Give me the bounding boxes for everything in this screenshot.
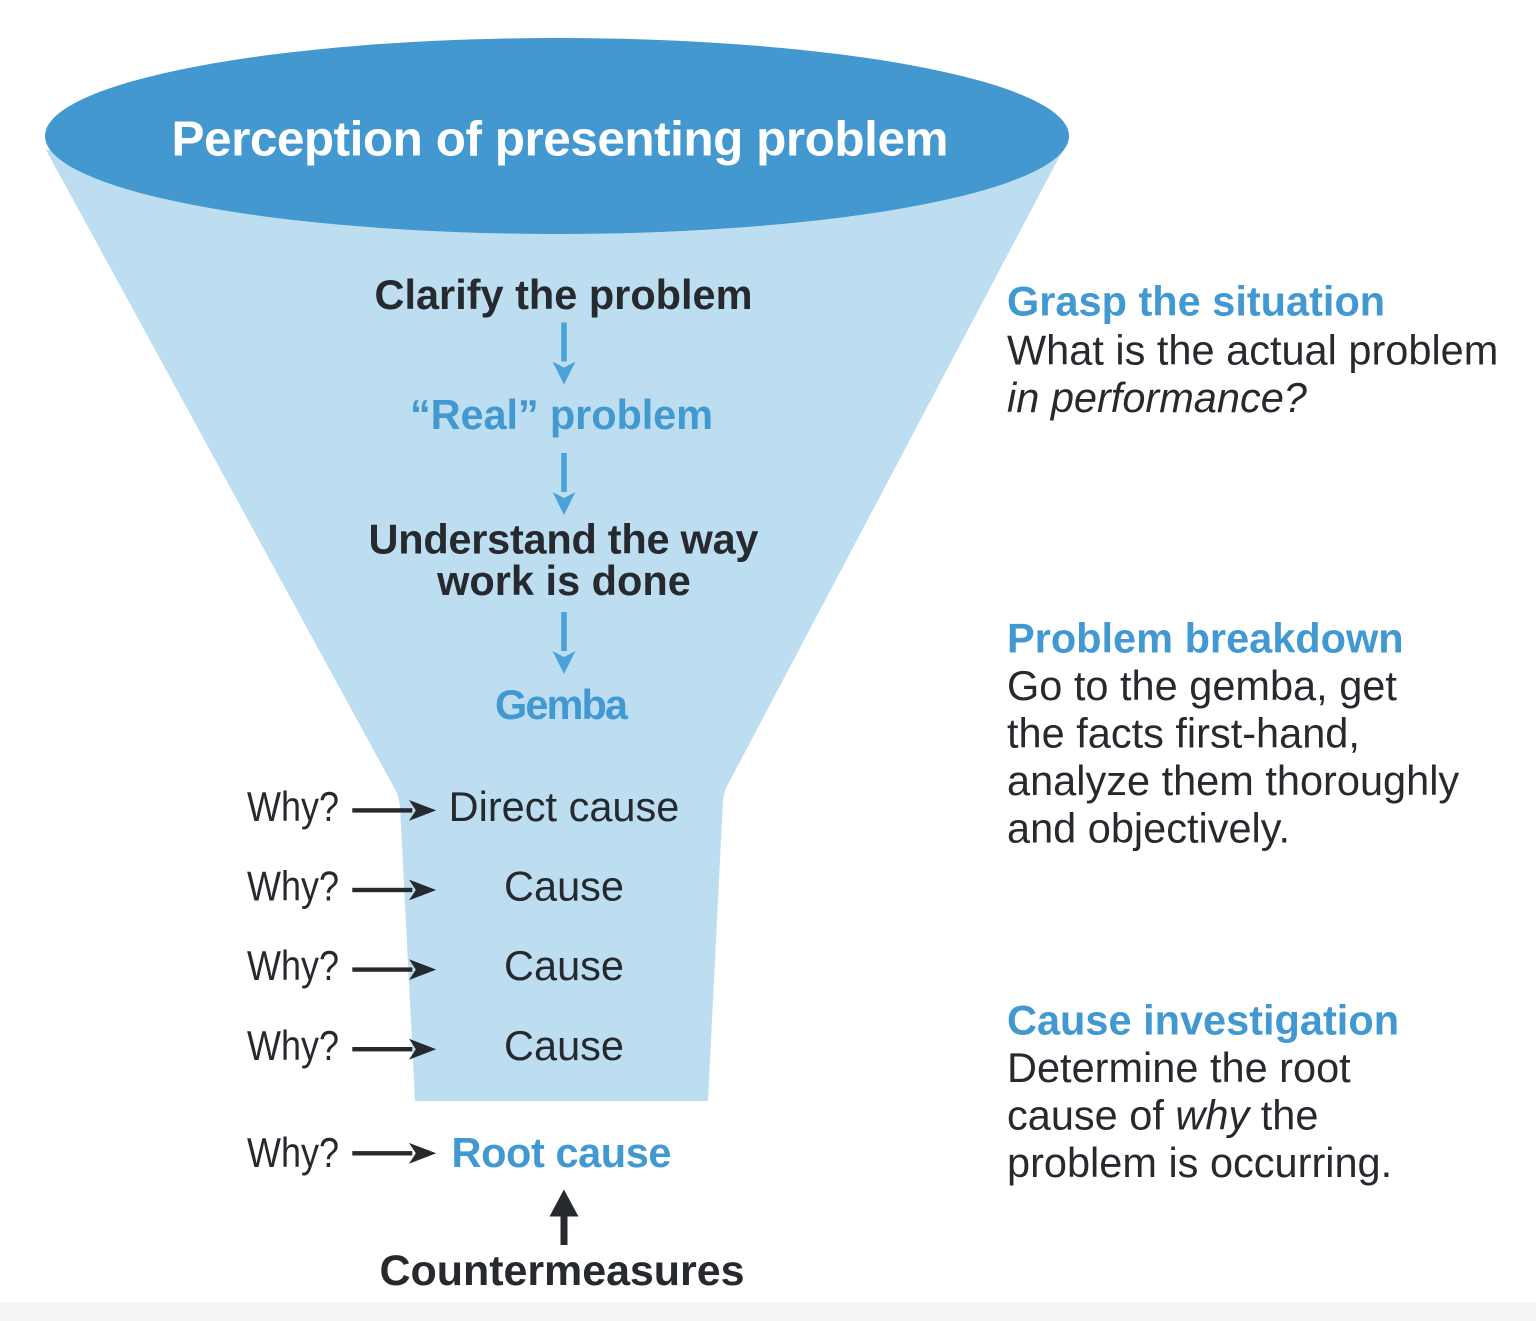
svg-text:Grasp the situation: Grasp the situation [1007,278,1385,325]
svg-text:Root cause: Root cause [452,1129,672,1176]
svg-text:Cause investigation: Cause investigation [1007,997,1399,1044]
svg-text:Why?: Why? [247,1022,339,1069]
svg-text:“Real” problem: “Real” problem [410,391,713,438]
svg-text:and objectively.: and objectively. [1007,805,1290,852]
svg-text:Perception of presenting probl: Perception of presenting problem [172,112,949,167]
svg-text:Clarify the problem: Clarify the problem [375,271,753,318]
svg-text:Problem breakdown: Problem breakdown [1007,615,1404,662]
svg-text:the facts first-hand,: the facts first-hand, [1007,710,1360,757]
svg-text:Gemba: Gemba [495,681,629,728]
svg-text:What is the actual problem: What is the actual problem [1007,327,1498,374]
svg-text:cause of why the: cause of why the [1007,1092,1318,1139]
svg-text:Direct cause: Direct cause [449,783,680,830]
svg-text:Cause: Cause [504,942,624,989]
svg-text:Cause: Cause [504,863,624,910]
svg-text:analyze them thoroughly: analyze them thoroughly [1007,757,1459,804]
svg-text:Countermeasures: Countermeasures [380,1247,745,1295]
svg-text:Go to the gemba, get: Go to the gemba, get [1007,662,1397,709]
svg-text:Why?: Why? [247,863,339,910]
svg-text:Why?: Why? [247,942,339,989]
svg-text:Why?: Why? [247,783,339,830]
svg-text:Understand the way: Understand the way [369,516,759,563]
svg-text:Cause: Cause [504,1022,624,1069]
svg-text:work is done: work is done [436,557,691,604]
svg-text:in performance?: in performance? [1007,374,1307,421]
svg-text:Why?: Why? [247,1129,339,1176]
svg-text:Determine the root: Determine the root [1007,1044,1351,1091]
svg-text:problem is occurring.: problem is occurring. [1007,1139,1392,1186]
